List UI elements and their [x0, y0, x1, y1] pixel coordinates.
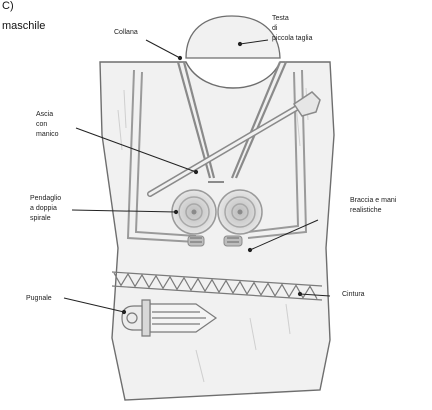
label-ascia: Ascia con manico	[36, 110, 59, 140]
label-collana: Collana	[114, 28, 138, 38]
label-braccia: Braccia e mani realistiche	[350, 196, 396, 216]
stele-head	[186, 16, 280, 58]
label-testa: Testa di piccola taglia	[272, 14, 312, 44]
corner-mark: C)	[2, 0, 14, 12]
title-fragment: maschile	[2, 20, 45, 32]
leader-collana	[146, 40, 180, 58]
label-cintura: Cintura	[342, 290, 365, 300]
label-pugnale: Pugnale	[26, 294, 52, 304]
label-pendaglio: Pendaglio a doppia spirale	[30, 194, 61, 224]
